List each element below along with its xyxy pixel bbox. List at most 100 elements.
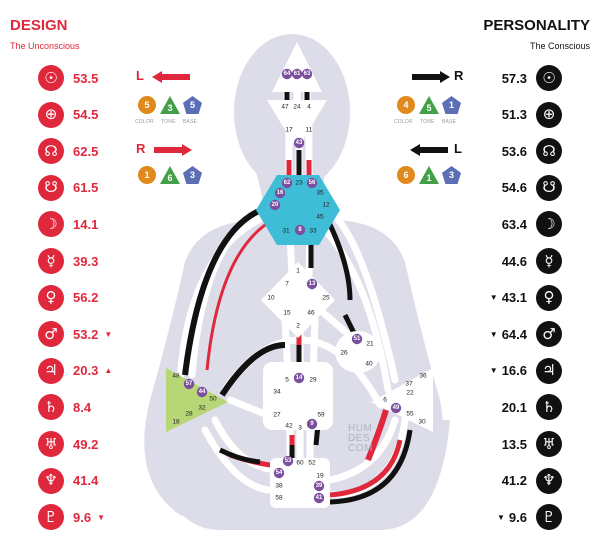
design-value: 61.5 [73,180,99,196]
design-title: DESIGN [10,17,68,34]
detriment-arrow-icon: ▼ [497,512,505,522]
gate-number: 35 [316,190,324,197]
mars-icon: ♂ [536,321,562,348]
personality-title: PERSONALITY [483,17,590,34]
personality-value: 57.3 [501,70,527,86]
moon-icon: ☽ [38,211,64,238]
design-value: 20.3 [73,363,99,379]
venus-icon: ♀ [536,284,562,311]
gate-number: 5 [285,377,289,384]
personality-row: 54.6☋ [502,174,562,202]
gate-marker [306,418,318,430]
personality-value: 9.6 [508,509,527,525]
detriment-arrow-icon: ▼ [489,329,498,339]
design-value: 14.1 [73,216,99,232]
north-node-icon: ☊ [536,138,562,165]
gate-number: 63 [304,71,311,77]
south-node-icon: ☋ [38,174,64,201]
personality-value: 54.6 [501,180,527,196]
design-row: ♂53.2▼ [38,320,112,348]
design-value: 54.5 [73,107,99,123]
design-top-base-label: BASE [183,119,198,125]
design-bottom-arrow-icon [152,143,192,156]
earth-icon: ⊕ [536,101,562,128]
personality-row: 13.5♅ [502,430,562,458]
personality-value: 41.2 [501,473,527,489]
gate-number: 33 [309,228,317,235]
design-row: ♅49.2 [38,430,98,458]
design-value: 9.6 [73,509,92,525]
gate-number: 59 [317,412,325,419]
design-bottom-direction: R [136,141,146,156]
gate-marker [313,492,325,504]
gate-number: 61 [294,71,301,77]
gate-number: 42 [285,423,293,430]
gate-number: 22 [406,390,414,397]
personality-top-arrow-icon [410,70,450,83]
sun-icon: ☉ [38,65,64,91]
gate-number: 34 [273,389,281,396]
personality-value: 43.1 [501,290,527,306]
gate-number: 15 [283,310,291,317]
gate-marker [294,224,306,236]
personality-row: ▼9.6 ♇ [497,503,562,531]
gate-number: 38 [275,483,283,490]
design-value: 56.2 [73,290,99,306]
gate-number: 17 [285,127,293,134]
personality-top-base-badge: 1 [442,96,461,114]
personality-top-color-label: COLOR [394,119,413,125]
gate-number: 43 [296,140,303,146]
watermark-line: COM [348,443,373,454]
design-bottom-base-badge: 3 [183,166,202,184]
gate-number: 60 [296,460,304,467]
detriment-arrow-icon: ▼ [489,293,498,303]
personality-value: 16.6 [501,363,527,379]
gate-number: 27 [273,412,281,419]
personality-row: 51.3 ⊕ [502,101,562,129]
detriment-arrow-icon: ▼ [104,329,113,339]
personality-row: ▼43.1 ♀ [490,284,562,312]
design-top-tone-label: TONE [161,119,176,125]
design-value: 62.5 [73,143,99,159]
gate-number: 53 [285,458,292,464]
design-value: 39.3 [73,253,99,269]
gate-number: 7 [285,281,289,288]
gate-number: 39 [316,483,323,489]
gate-number: 57 [186,381,193,387]
gate-number: 37 [405,381,413,388]
personality-subtitle: The Conscious [529,41,590,51]
design-top-color-badge: 5 [138,96,156,114]
uranus-icon: ♅ [536,431,562,457]
design-row: ☿ 39.3 [38,247,98,275]
gate-number: 45 [316,214,324,221]
gate-number: 26 [340,350,348,357]
gate-marker [291,68,303,80]
personality-bottom-arrow-icon [410,143,450,156]
design-row: ☽ 14.1 [38,210,98,238]
design-top-arrow-icon [152,70,192,83]
design-bottom-color-badge: 1 [138,166,156,184]
gate-number: 1 [296,268,300,275]
g-center [261,262,335,338]
design-row: ⊕ 54.5 [38,101,98,129]
gate-marker [274,187,286,199]
gate-number: 52 [308,460,316,467]
watermark-line: DES [348,433,371,444]
gate-number: 44 [199,389,206,395]
detriment-arrow-icon: ▼ [489,366,498,376]
personality-value: 51.3 [501,107,527,123]
personality-bottom-base-badge: 3 [442,166,461,184]
gate-number: 8 [298,227,302,233]
earth-icon: ⊕ [38,101,64,128]
personality-top-direction: R [454,68,464,83]
mercury-icon: ☿ [38,248,64,274]
gate-number: 2 [296,323,300,330]
saturn-icon: ♄ [536,394,562,421]
gate-number: 51 [354,336,361,342]
pluto-icon: ♇ [536,504,562,531]
personality-row: 44.6☿ [502,247,562,275]
gate-number: 30 [418,419,426,426]
design-top-color-label: COLOR [135,119,154,125]
